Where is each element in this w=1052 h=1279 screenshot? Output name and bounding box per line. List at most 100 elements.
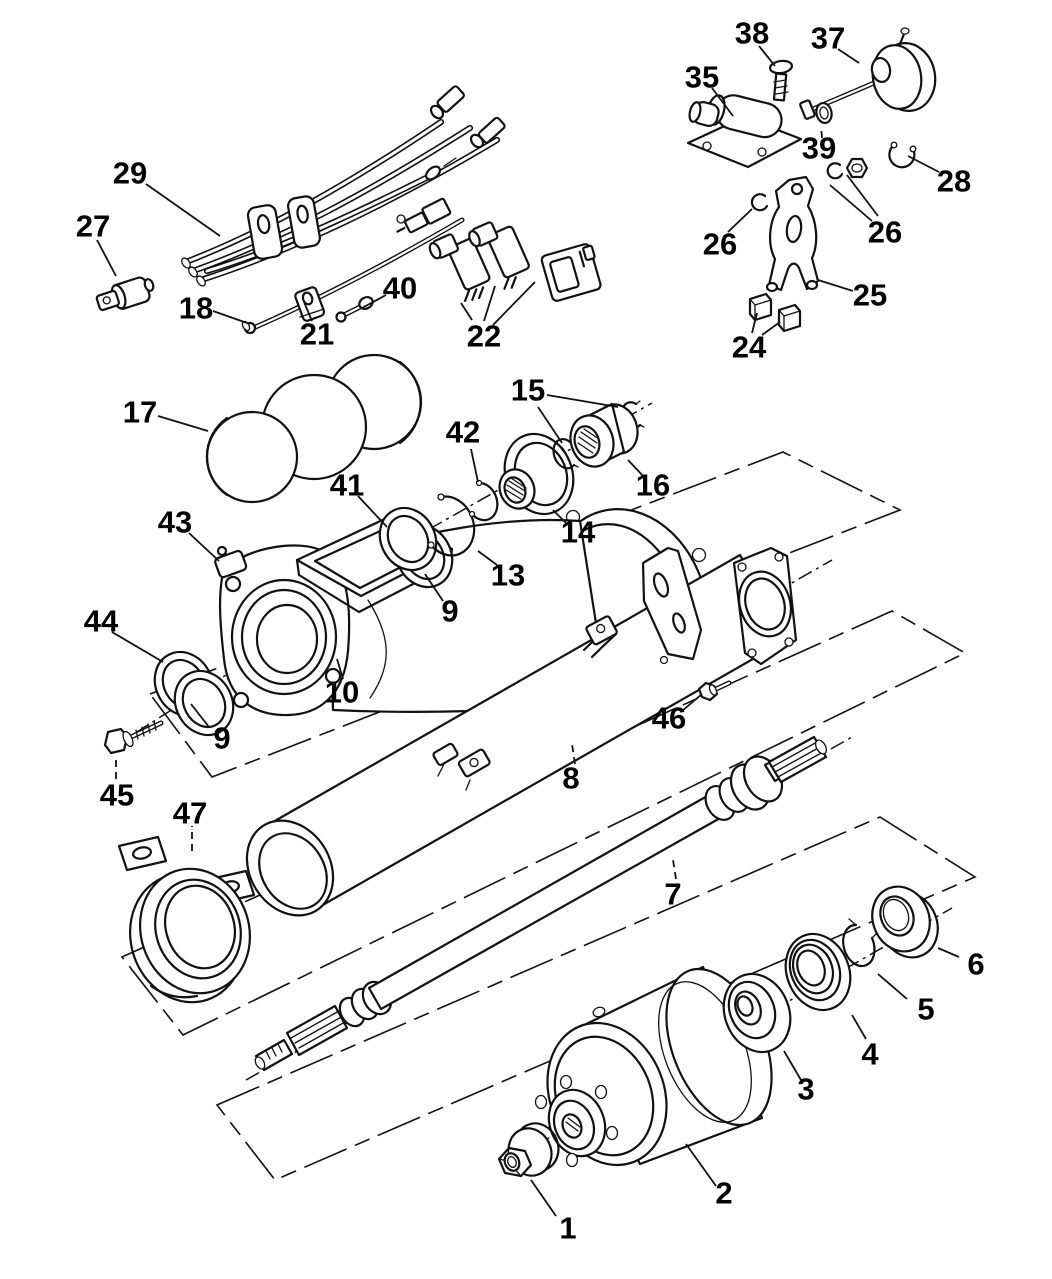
part-45-bolt <box>103 720 164 755</box>
callout-9-left: 9 <box>213 721 230 756</box>
callout-35: 35 <box>685 60 719 95</box>
callout-29: 29 <box>113 156 147 191</box>
part-43-plug <box>214 545 248 579</box>
part-14-flange-yoke <box>498 432 575 516</box>
callout-6: 6 <box>967 947 984 982</box>
callout-9-left-leader <box>190 703 210 728</box>
callout-25-leader <box>817 279 854 292</box>
callout-26-right-leader <box>829 184 873 222</box>
part-39-washer <box>815 101 833 125</box>
callout-28: 28 <box>937 164 971 199</box>
part-29-cable-assembly <box>181 85 506 287</box>
callout-35-leader <box>711 87 734 117</box>
callout-37-leader <box>837 48 860 64</box>
callout-22-leader <box>460 302 473 321</box>
callout-44-leader <box>111 631 164 663</box>
callout-16-leader <box>627 459 645 478</box>
callout-1: 1 <box>559 1211 576 1246</box>
callout-15-leader <box>537 406 563 444</box>
part-25-shift-fork <box>765 175 820 293</box>
callout-47: 47 <box>173 796 207 831</box>
callout-10-leader <box>336 658 344 680</box>
callout-24: 24 <box>732 330 767 365</box>
callout-1-leader <box>530 1179 557 1217</box>
callout-3-leader <box>783 1050 802 1081</box>
callout-21-leader <box>303 301 313 322</box>
part-38-screw <box>768 59 794 102</box>
callout-5-leader <box>877 973 908 1000</box>
callout-7: 7 <box>664 877 681 912</box>
callout-41-leader <box>357 495 388 528</box>
callout-16: 16 <box>636 468 670 503</box>
callout-45: 45 <box>100 778 134 813</box>
cable-clamp <box>246 204 284 260</box>
callout-22: 22 <box>467 319 501 354</box>
part-1-flange-nut <box>497 1122 560 1178</box>
part-8-torque-tube <box>245 546 798 917</box>
callout-46-leader <box>681 693 703 712</box>
part-24-fork-pads <box>748 292 802 333</box>
callout-13: 13 <box>491 558 525 593</box>
callout-22-leader <box>492 281 536 326</box>
tube-flange-plate <box>732 546 798 666</box>
callout-9-right: 9 <box>441 594 458 629</box>
group-box-shaft <box>215 816 977 1181</box>
callout-8-leader <box>571 743 576 765</box>
callout-15: 15 <box>511 373 545 408</box>
callout-15-leader <box>546 394 619 408</box>
callout-14-leader <box>552 509 567 524</box>
part-22-module <box>540 243 602 302</box>
callout-13-leader <box>477 550 498 566</box>
callout-3: 3 <box>797 1072 814 1107</box>
callout-21: 21 <box>300 317 334 352</box>
callout-40-leader <box>361 294 387 309</box>
callout-4: 4 <box>861 1037 879 1072</box>
part-3-thrust-washer <box>722 972 792 1054</box>
callout-25: 25 <box>853 278 887 313</box>
callout-2-leader <box>685 1143 717 1187</box>
callout-27: 27 <box>76 209 110 244</box>
cable-clamp <box>287 195 321 249</box>
tube-clamp <box>582 615 618 659</box>
callout-42-leader <box>470 448 479 483</box>
callout-10: 10 <box>325 675 359 710</box>
callout-17: 17 <box>123 395 157 430</box>
part-6-bearing <box>871 885 939 959</box>
callout-24-leader <box>751 312 758 334</box>
callout-39-leader <box>820 125 823 139</box>
part-16-bushing <box>569 402 639 468</box>
callout-26-left: 26 <box>703 227 737 262</box>
callout-7-leader <box>672 859 677 880</box>
callout-26-right: 26 <box>868 215 902 250</box>
callout-4-leader <box>851 1014 867 1040</box>
callout-44: 44 <box>84 604 119 639</box>
part-13-snap-ring <box>427 493 476 557</box>
part-22-solenoid-valves <box>428 221 602 302</box>
callout-29-leader <box>145 183 221 237</box>
part-9-seal-left <box>173 669 235 737</box>
callout-28-leader <box>907 155 940 173</box>
part-18-control-rod <box>241 197 465 335</box>
callout-46: 46 <box>652 701 686 736</box>
part-35-motor <box>686 94 803 169</box>
callout-27-leader <box>96 239 117 277</box>
callout-22-leader <box>483 285 496 322</box>
callout-9-right-leader <box>424 573 444 602</box>
callout-26-right-leader <box>846 174 879 217</box>
callout-2: 2 <box>715 1176 732 1211</box>
callout-5: 5 <box>917 992 934 1027</box>
part-41-bearing <box>378 506 438 572</box>
part-46-bolt <box>697 680 732 702</box>
part-28-snap-ring <box>888 141 917 169</box>
part-4-seal-ring <box>784 932 852 1012</box>
callout-18-leader <box>212 310 248 324</box>
tube-small-bracket <box>432 742 491 791</box>
callout-41: 41 <box>330 468 364 503</box>
callout-18: 18 <box>179 291 213 326</box>
part-7-drive-shaft <box>254 735 828 1072</box>
callout-14: 14 <box>561 515 596 550</box>
callout-40: 40 <box>383 271 417 306</box>
